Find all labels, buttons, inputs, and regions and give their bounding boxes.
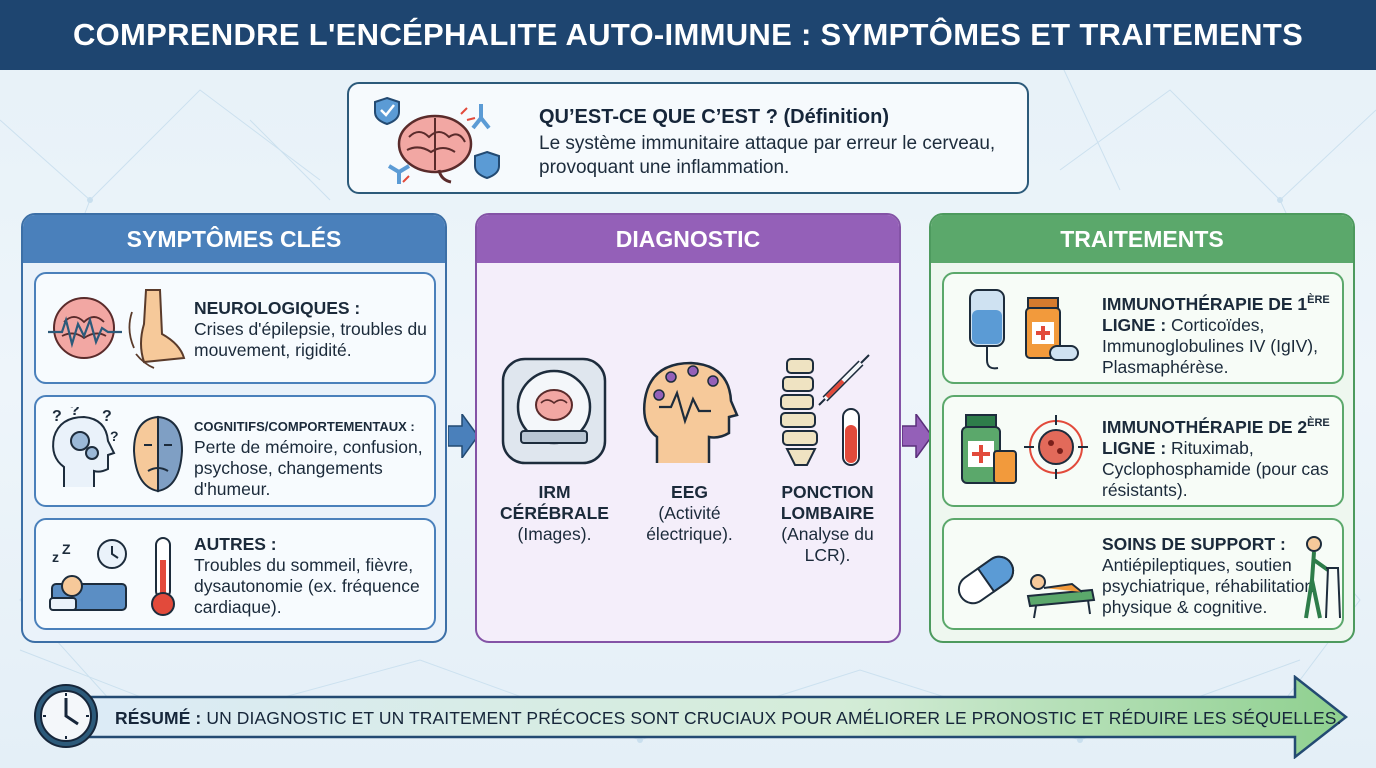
brain-icon [397, 114, 473, 184]
sleep-thermometer-icon: z Z [49, 537, 175, 616]
summary-label: RÉSUMÉ : [115, 708, 202, 728]
treatment-card-second-line: IMMUNOTHÉRAPIE DE 2ÈRE LIGNE : Rituximab… [942, 395, 1344, 507]
cognitive-title: COGNITIFS/COMPORTEMENTAUX : [194, 419, 415, 434]
pill-target-icon [961, 414, 1088, 484]
summary-text: RÉSUMÉ : UN DIAGNOSTIC ET UN TRAITEMENT … [115, 708, 1341, 729]
brain-icon [48, 297, 122, 359]
iv-pill-icon [969, 289, 1079, 370]
neurological-title: NEUROLOGIQUES : [194, 298, 361, 318]
treatments-heading: TRAITEMENTS [931, 215, 1353, 263]
page-title: COMPRENDRE L'ENCÉPHALITE AUTO-IMMUNE : S… [72, 17, 1304, 52]
target-cell-icon [1024, 415, 1088, 479]
svg-text:?: ? [102, 408, 112, 425]
eeg-head-icon [643, 361, 739, 463]
other-title: AUTRES : [194, 534, 277, 554]
svg-text:?: ? [110, 428, 119, 444]
definition-text: Le système immunitaire attaque par erreu… [539, 133, 996, 178]
definition-title: QU’EST-CE QUE C’EST ? (Définition) [539, 106, 889, 128]
svg-text:Z: Z [62, 541, 71, 557]
thermometer-icon [151, 537, 175, 616]
treatment-card-support: SOINS DE SUPPORT : Antiépileptiques, sou… [942, 518, 1344, 630]
svg-text:z: z [52, 549, 59, 565]
symptoms-column: SYMPTÔMES CLÉS NEUROLOGIQUES : Crises d'… [21, 213, 447, 643]
support-text: Antiépileptiques, soutien psychiatrique,… [1102, 555, 1315, 617]
mri-scanner-icon [501, 357, 607, 465]
symptom-card-cognitive: ? ? ? ? COGNITIFS/COMPORTEMENTAUX : Pert… [34, 395, 436, 507]
iv-bag-icon [969, 289, 1005, 370]
patient-rest-icon [1026, 574, 1096, 619]
neurological-text: Crises d'épilepsie, troubles du mouvemen… [194, 319, 427, 360]
other-text: Troubles du sommeil, fièvre, dysautonomi… [194, 555, 420, 617]
spine-icon [780, 358, 818, 466]
summary-arrow [80, 675, 1349, 759]
second-line-text: Rituximab, Cyclophosphamide (pour cas ré… [1102, 437, 1329, 500]
lumbar-puncture-label: PONCTION LOMBAIRE (Analyse du LCR). [780, 482, 875, 565]
definition-box: QU’EST-CE QUE C’EST ? (Définition) Le sy… [347, 82, 1029, 194]
support-title: SOINS DE SUPPORT : [1102, 534, 1286, 554]
arrow-to-treatments [902, 414, 932, 458]
symptom-card-other: z Z AUTRES : Troubles du sommeil, fièvre… [34, 518, 436, 630]
symptom-card-neurological: NEUROLOGIQUES : Crises d'épilepsie, trou… [34, 272, 436, 384]
svg-text:?: ? [70, 407, 80, 419]
walker-person-icon [1304, 536, 1341, 619]
head-gears-icon: ? ? ? ? [52, 407, 119, 487]
capsule-rest-icon [957, 555, 1096, 619]
eeg-label: EEG (Activité électrique). [646, 482, 733, 544]
capsule-icon [957, 555, 1015, 605]
first-line-title: IMMUNOTHÉRAPIE DE 1 [1102, 293, 1308, 314]
syringe-icon [818, 354, 870, 406]
clock-icon [97, 539, 127, 569]
second-line-title: IMMUNOTHÉRAPIE DE 2 [1102, 416, 1308, 437]
head-gears-face-icon: ? ? ? ? [52, 407, 184, 493]
sleep-icon: z Z [49, 541, 127, 611]
treatment-card-first-line: IMMUNOTHÉRAPIE DE 1ÈRE LIGNE : Corticoïd… [942, 272, 1344, 384]
summary-body: UN DIAGNOSTIC ET UN TRAITEMENT PRÉCOCES … [206, 708, 1342, 728]
pill-bottle-icon [961, 414, 1017, 484]
treatments-column: TRAITEMENTS IMMUNOTHÉRAPIE DE 1ÈRE LIGNE… [929, 213, 1355, 643]
foot-icon [128, 289, 186, 369]
cognitive-text: Perte de mémoire, confusion, psychose, c… [194, 437, 423, 499]
clock-icon [34, 684, 98, 748]
svg-text:?: ? [52, 408, 62, 425]
brain-foot-icon [48, 289, 186, 369]
header-bar: COMPRENDRE L'ENCÉPHALITE AUTO-IMMUNE : S… [0, 0, 1376, 70]
diagnostic-heading: DIAGNOSTIC [477, 215, 899, 263]
shield-icon [374, 96, 500, 180]
arrow-to-diagnostic [448, 414, 478, 458]
symptoms-heading: SYMPTÔMES CLÉS [23, 215, 445, 263]
brain-antibody-icon [374, 96, 500, 184]
spine-test-icon [780, 354, 870, 466]
face-icon [132, 415, 184, 493]
antibody-icon [387, 104, 491, 184]
mri-label: IRM CÉRÉBRALE (Images). [500, 482, 609, 544]
first-line-text: Corticoïdes, Immunoglobulines IV (IgIV),… [1102, 314, 1318, 377]
diagnostic-column: DIAGNOSTIC IRM CÉRÉBRALE (Images). EEG (… [475, 213, 901, 643]
test-tube-icon [842, 408, 860, 466]
pill-bottle-icon [1025, 297, 1079, 361]
